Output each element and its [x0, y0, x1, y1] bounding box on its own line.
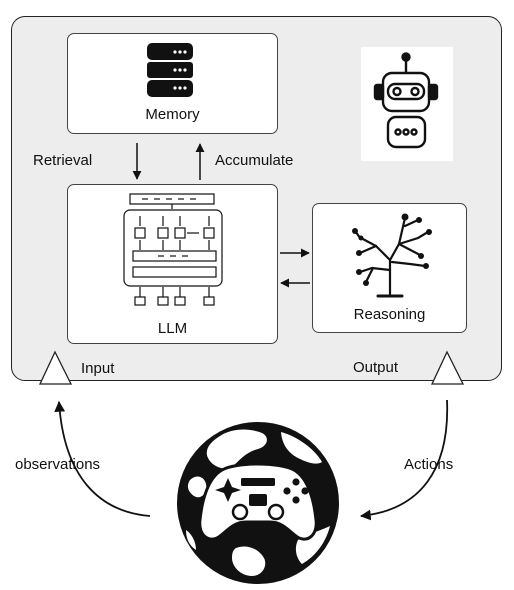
reasoning-label: Reasoning: [353, 306, 426, 323]
output-label: Output: [353, 359, 399, 376]
input-label: Input: [81, 360, 115, 377]
transformer-icon: [123, 193, 223, 306]
tree-leaves: [352, 213, 432, 286]
observations-label: observations: [15, 456, 101, 473]
actions-arrow: [359, 399, 449, 521]
input-port-triangle: [38, 350, 73, 385]
accumulate-label: Accumulate: [215, 152, 294, 169]
observations-arrow: [54, 400, 151, 517]
llm-label: LLM: [157, 320, 188, 337]
globe-gamepad-icon: [177, 422, 339, 584]
robot-icon: [373, 52, 439, 149]
actions-label: Actions: [404, 456, 454, 473]
memory-label: Memory: [145, 106, 200, 123]
llm-box: [67, 184, 278, 344]
database-icon: [147, 43, 193, 97]
tree-icon: [354, 216, 430, 298]
retrieval-label: Retrieval: [33, 152, 93, 169]
output-port-triangle: [430, 350, 465, 385]
